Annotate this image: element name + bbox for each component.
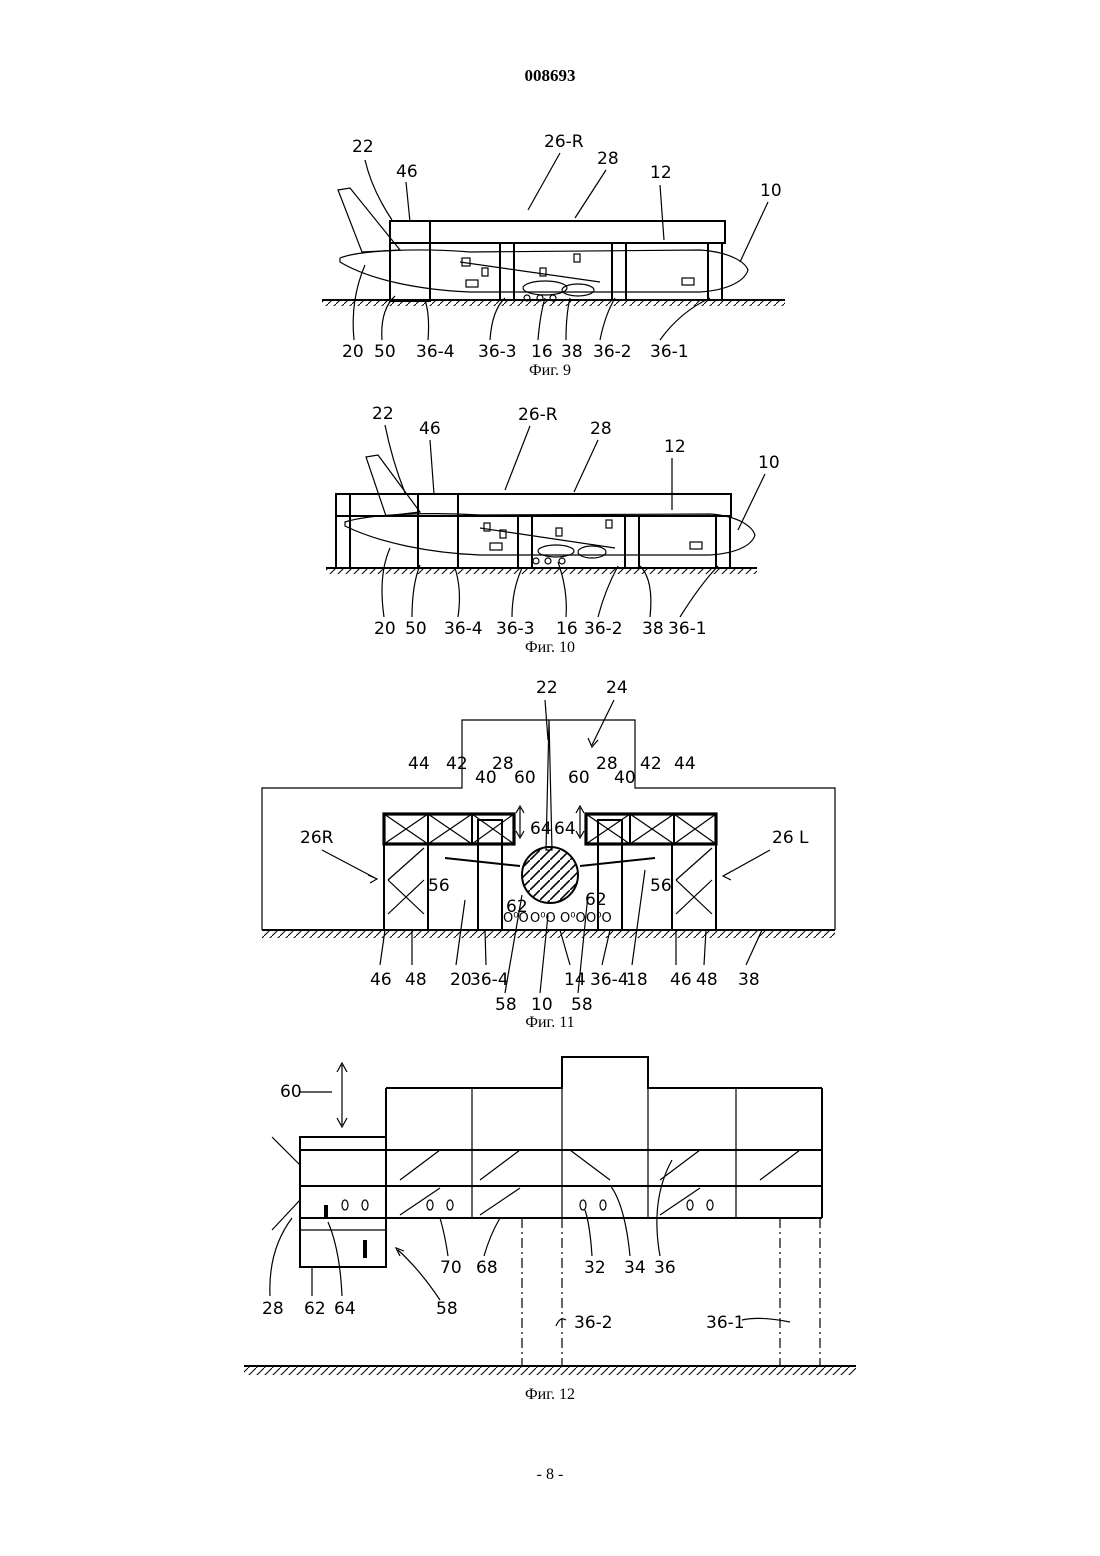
fig12-label: 60 (280, 1082, 302, 1102)
fig12-label: 36 (654, 1258, 676, 1278)
fig12-label: 36-2 (574, 1313, 613, 1333)
fig12-drawing (244, 1057, 856, 1375)
fig12-label: 34 (624, 1258, 646, 1278)
fig12-labels: 60 28 62 64 70 68 58 32 34 36 36-2 36-1 (262, 1082, 745, 1333)
fig12-label: 36-1 (706, 1313, 745, 1333)
fig12-label: 70 (440, 1258, 462, 1278)
fig12-label: 64 (334, 1299, 356, 1319)
fig12-label: 68 (476, 1258, 498, 1278)
fig12-label: 32 (584, 1258, 606, 1278)
fig12-label: 62 (304, 1299, 326, 1319)
fig12-label: 58 (436, 1299, 458, 1319)
page-number: - 8 - (0, 1466, 1100, 1484)
figure-12-caption: Фиг. 12 (0, 1386, 1100, 1404)
fig12-label: 28 (262, 1299, 284, 1319)
